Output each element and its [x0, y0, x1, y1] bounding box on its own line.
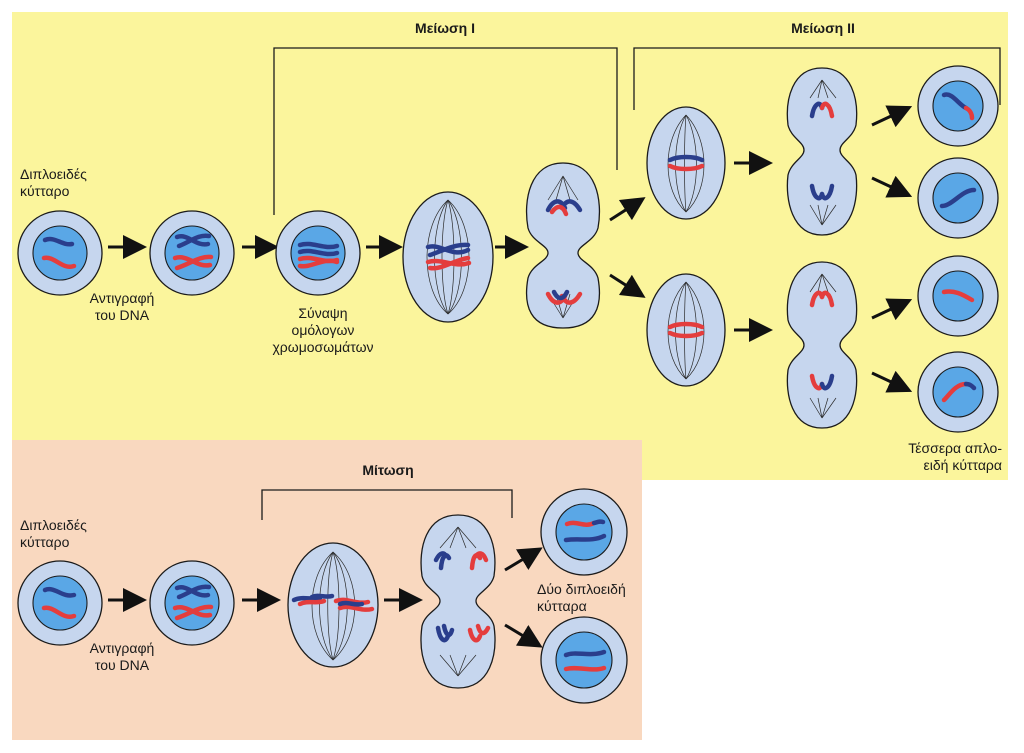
mitosis-diploid-cell [17, 560, 103, 646]
mitosis-metaphase-cell [287, 542, 379, 668]
arrow-7-d [871, 370, 913, 393]
arrow-7-b [871, 175, 913, 198]
arrow-7-c [871, 298, 913, 321]
synapsis-label: Σύναψη ομόλογων χρωμοσωμάτων [272, 305, 374, 355]
mitosis-daughter-cell-2 [540, 616, 628, 704]
four-haploid-label: Τέσσερα απλο- ειδή κύτταρα [908, 440, 1002, 473]
meiosis-1-title: Μείωση I [415, 20, 475, 36]
haploid-cell-3 [917, 255, 999, 337]
meiosis-diploid-cell [17, 210, 103, 296]
meiosis-2-bracket [633, 47, 1001, 110]
meiosis-metaphase-2-top-cell [646, 106, 726, 220]
mitosis-arrow-down [504, 623, 543, 648]
haploid-cell-2 [917, 157, 999, 239]
arrow-7-a [871, 105, 913, 128]
meiosis-metaphase-2-bottom-cell [646, 273, 726, 387]
mitosis-diploid-label: Διπλοειδές κύτταρο [20, 517, 87, 550]
haploid-cell-1 [917, 65, 999, 147]
mitosis-title: Μίτωση [362, 462, 414, 478]
mitosis-replicated-cell [149, 560, 235, 646]
mitosis-daughter-cell-1 [540, 488, 628, 576]
mitosis-arrow-up [504, 547, 543, 572]
meiosis-synapsis-cell [275, 210, 361, 296]
meiosis-replication-label: Αντιγραφή του DNA [89, 290, 155, 323]
meiosis-diploid-label: Διπλοειδές κύτταρο [20, 166, 87, 199]
arrow-5-down [609, 273, 646, 298]
meiosis-telophase-1-cell [525, 162, 601, 329]
meiosis-telophase-2-top-cell [786, 67, 858, 236]
two-diploid-label: Δύο διπλοειδή κύτταρα [537, 581, 626, 614]
meiosis-replicated-cell [149, 210, 235, 296]
mitosis-replication-label: Αντιγραφή του DNA [89, 640, 155, 673]
meiosis-1-bracket [273, 47, 618, 215]
meiosis-telophase-2-bottom-cell [786, 261, 858, 429]
arrow-5-up [609, 197, 646, 222]
mitosis-bracket [261, 489, 513, 520]
meiosis-metaphase-1-cell [402, 191, 494, 323]
haploid-cell-4 [917, 351, 999, 433]
meiosis-2-title: Μείωση II [791, 20, 855, 36]
mitosis-anaphase-cell [420, 514, 496, 689]
